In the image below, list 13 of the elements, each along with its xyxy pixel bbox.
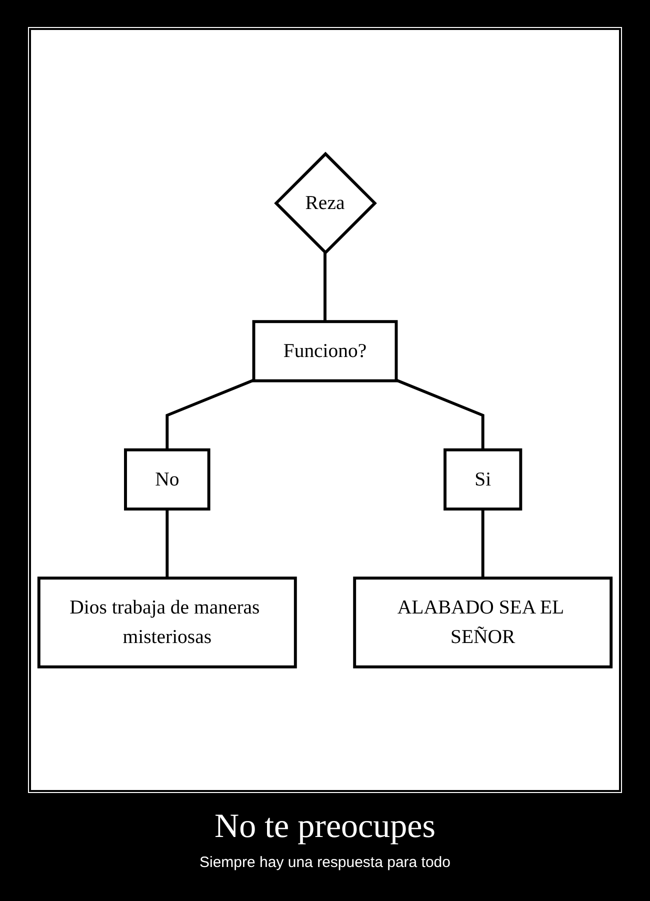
node-box: Funciono? [252,320,398,382]
connector [166,378,254,450]
node-box: ALABADO SEA EL SEÑOR [353,576,613,668]
node-box: No [124,448,210,510]
poster-caption: Siempre hay una respuesta para todo [200,854,450,871]
connector [324,252,326,322]
connector [166,508,169,578]
connector [481,508,484,578]
connector [396,378,484,450]
node-box: Si [444,448,522,510]
node-box: Dios trabaja de maneras misteriosas [37,576,297,668]
poster-title: No te preocupes [214,808,436,846]
node-diamond: Reza [274,151,377,254]
